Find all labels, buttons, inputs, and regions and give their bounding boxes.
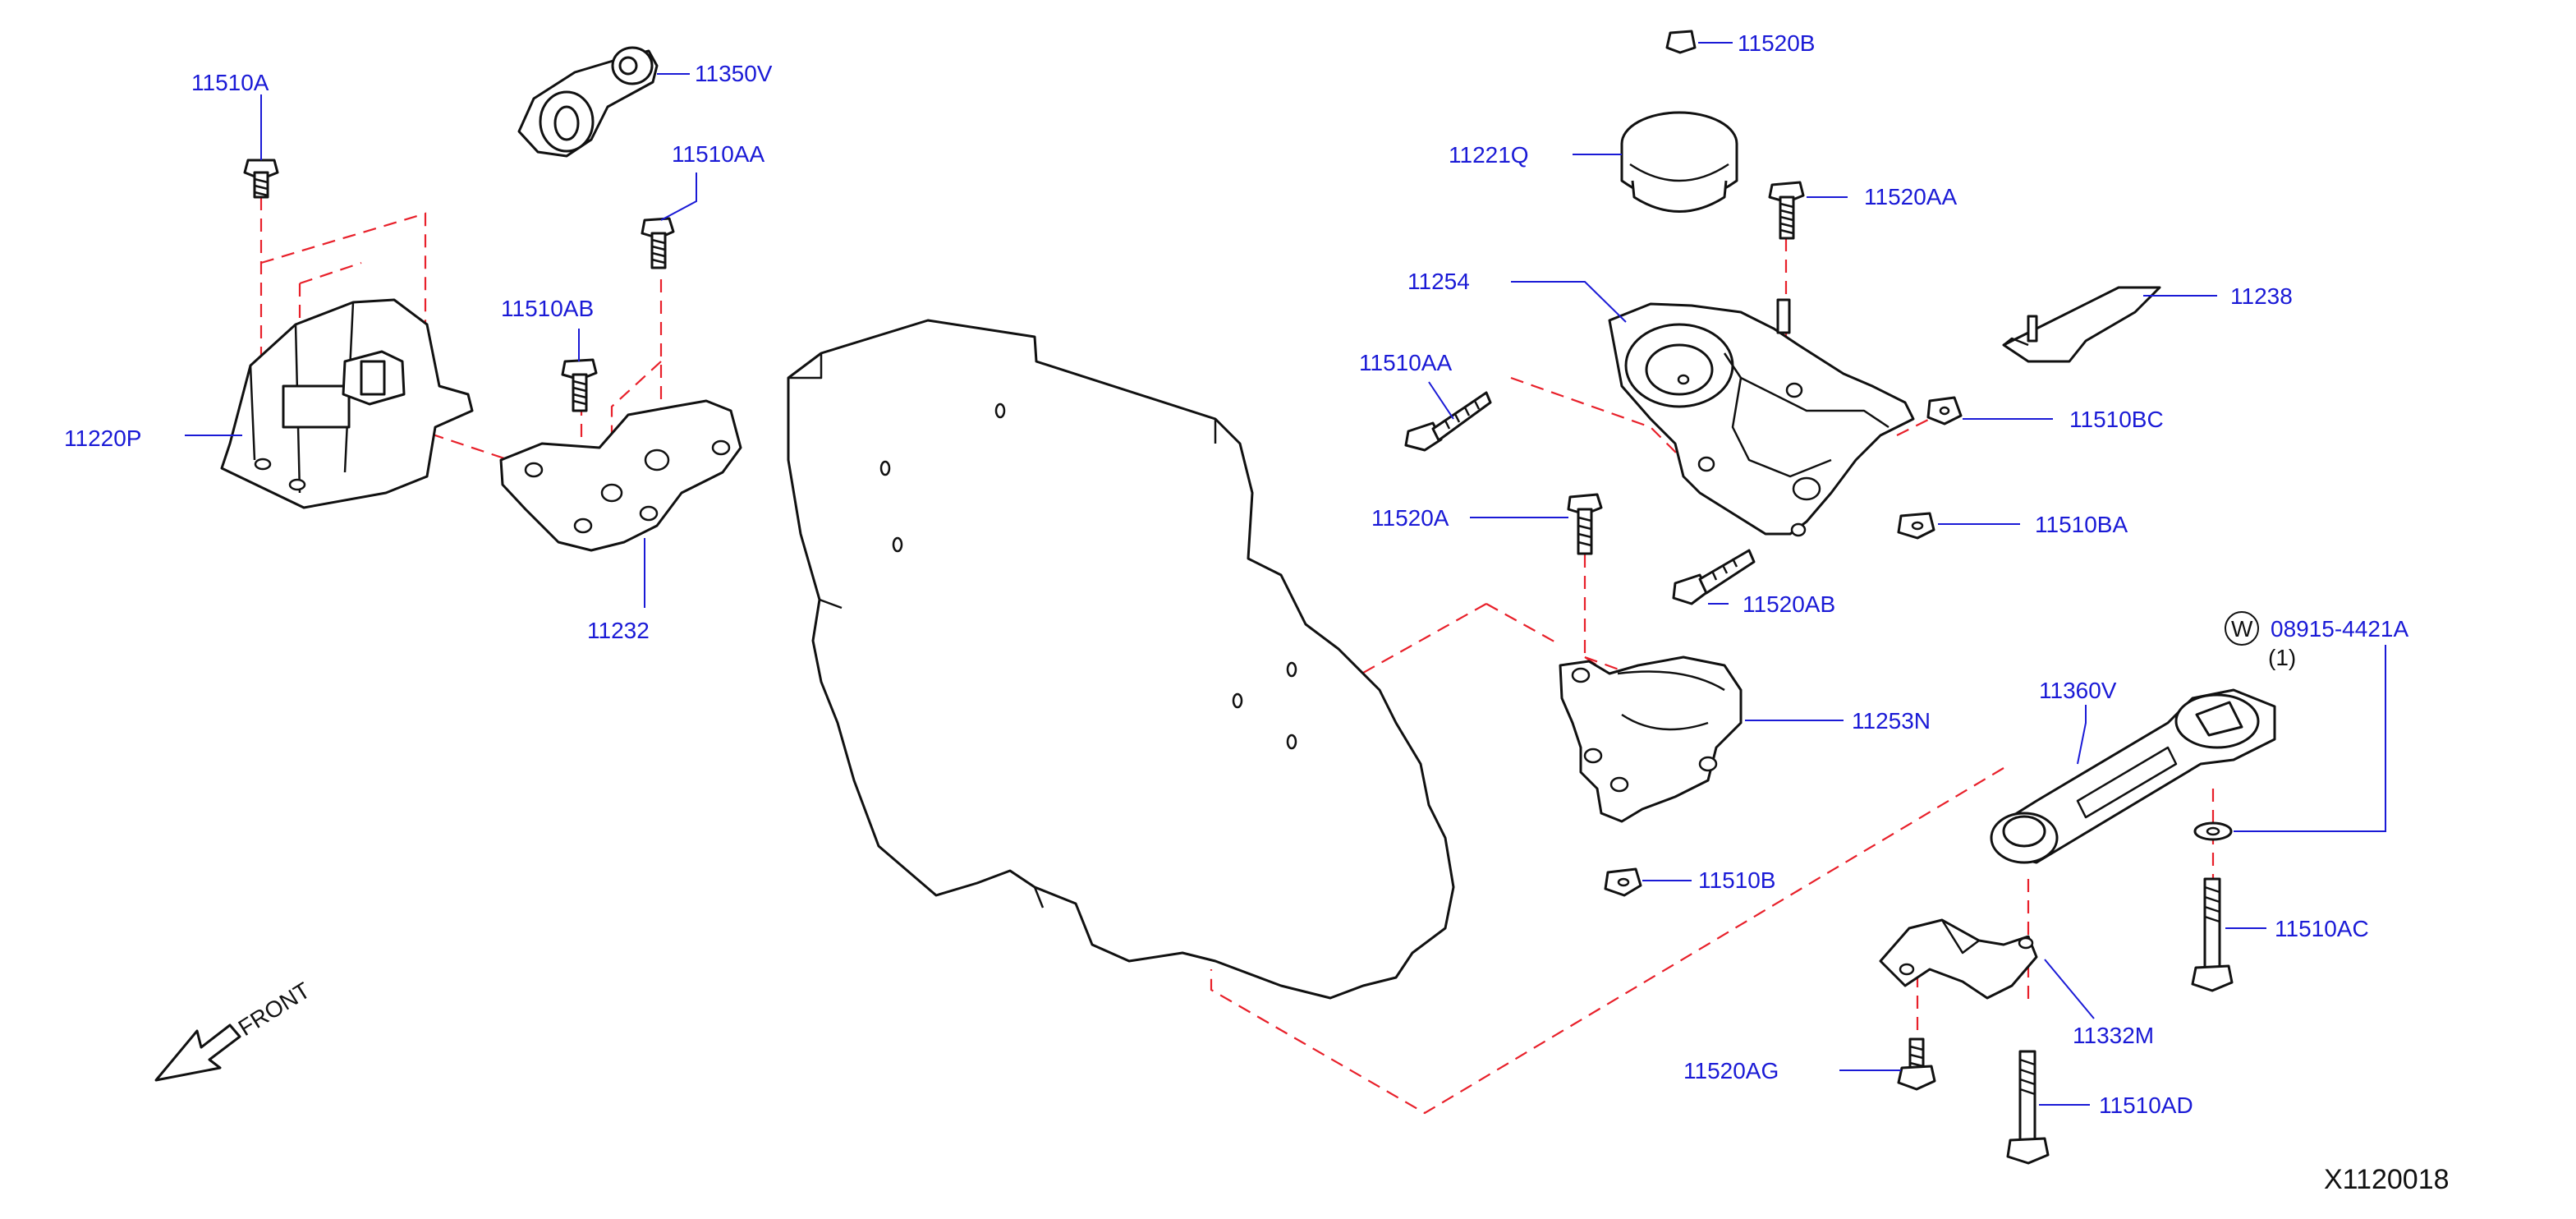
nut-11510BA[interactable] xyxy=(1897,512,1935,540)
label-11520AG[interactable]: 11520AG xyxy=(1683,1058,1779,1083)
torque-rod-11350V[interactable] xyxy=(517,46,659,158)
label-11332M[interactable]: 11332M xyxy=(2073,1023,2154,1048)
label-11510AA-top[interactable]: 11510AA xyxy=(672,141,765,167)
bolt-11520AB[interactable] xyxy=(1672,549,1756,605)
label-11232[interactable]: 11232 xyxy=(587,618,650,643)
label-08915-4421A-qty: (1) xyxy=(2268,645,2296,670)
bracket-11238[interactable] xyxy=(2002,286,2161,363)
leader-lines xyxy=(185,42,2386,1106)
bracket-11332M[interactable] xyxy=(1879,918,2038,1000)
bolt-11510AD[interactable] xyxy=(2006,1050,2050,1165)
washer-callout[interactable]: W 08915-4421A (1) xyxy=(2225,611,2408,670)
label-11520B[interactable]: 11520B xyxy=(1738,30,1815,56)
label-11254[interactable]: 11254 xyxy=(1407,269,1470,294)
label-11510BA[interactable]: 11510BA xyxy=(2035,512,2128,537)
washer-08915-4421A[interactable] xyxy=(2193,821,2233,841)
engine-mount-11220P[interactable] xyxy=(220,298,474,509)
label-11510AC[interactable]: 11510AC xyxy=(2275,916,2369,941)
insulator-11221Q[interactable] xyxy=(1620,111,1738,213)
label-11520AB[interactable]: 11520AB xyxy=(1743,591,1835,617)
bracket-11253N[interactable] xyxy=(1559,656,1743,823)
label-11520A[interactable]: 11520A xyxy=(1371,505,1449,531)
label-11510AB[interactable]: 11510AB xyxy=(501,296,594,321)
bolt-11510AC[interactable] xyxy=(2191,877,2234,992)
bolt-11520A[interactable] xyxy=(1567,493,1603,555)
bolt-11510AB[interactable] xyxy=(561,358,598,412)
bolt-11510AA-mid[interactable] xyxy=(1404,391,1492,452)
washer-symbol-circle xyxy=(2225,611,2259,646)
label-11350V[interactable]: 11350V xyxy=(695,61,773,86)
label-11220P[interactable]: 11220P xyxy=(64,426,141,451)
label-11510AA-mid[interactable]: 11510AA xyxy=(1359,350,1452,375)
bracket-11254[interactable] xyxy=(1608,298,1915,537)
nut-11520B[interactable] xyxy=(1665,30,1697,54)
bolt-11510A[interactable] xyxy=(243,159,279,199)
label-11520AA[interactable]: 11520AA xyxy=(1864,184,1957,209)
callout-labels: 11510A 11350V 11510AA 11510AB 11220P 112… xyxy=(64,30,2408,1118)
label-11221Q[interactable]: 11221Q xyxy=(1449,142,1529,168)
label-11510A[interactable]: 11510A xyxy=(191,70,269,95)
engine-block xyxy=(787,319,1455,1000)
label-11510BC[interactable]: 11510BC xyxy=(2069,407,2164,432)
label-11510B[interactable]: 11510B xyxy=(1698,867,1775,893)
label-11510AD[interactable]: 11510AD xyxy=(2099,1092,2193,1118)
diagram-reference-code: X1120018 xyxy=(2324,1164,2450,1195)
torque-rod-11360V[interactable] xyxy=(1990,688,2276,864)
washer-symbol-letter: W xyxy=(2231,616,2253,642)
nut-11510BC[interactable] xyxy=(1926,396,1963,426)
bolt-11510AA-top[interactable] xyxy=(641,217,675,269)
front-arrow: FRONT xyxy=(154,978,315,1082)
bracket-11232[interactable] xyxy=(499,399,742,552)
label-11360V[interactable]: 11360V xyxy=(2039,678,2117,703)
label-08915-4421A[interactable]: 08915-4421A xyxy=(2271,616,2408,642)
label-11253N[interactable]: 11253N xyxy=(1852,708,1931,734)
label-11238[interactable]: 11238 xyxy=(2230,283,2293,309)
nut-11510B[interactable] xyxy=(1604,867,1642,897)
front-label: FRONT xyxy=(234,978,315,1041)
bolt-11520AG[interactable] xyxy=(1897,1037,1936,1091)
bolt-11520AA[interactable] xyxy=(1768,181,1805,240)
